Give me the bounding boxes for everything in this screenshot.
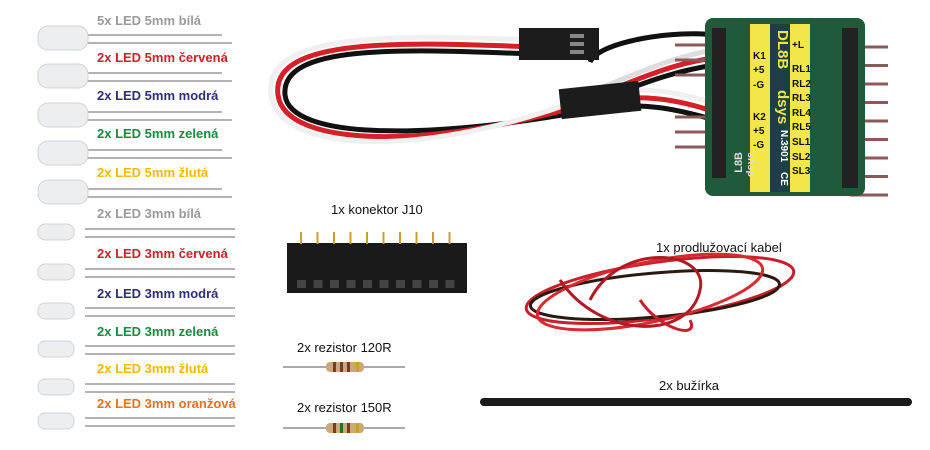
connector-socket: [379, 280, 389, 288]
led-label: 2x LED 3mm zelená: [97, 324, 219, 339]
connector-socket: [445, 280, 455, 288]
connector-socket: [429, 280, 438, 288]
board-left-pin-label: -G: [753, 140, 765, 151]
connector-j10: [287, 232, 467, 293]
led-3mm: [37, 378, 235, 396]
led-body: [37, 223, 75, 241]
led-body: [37, 378, 75, 396]
servo-plug-2: [558, 80, 642, 120]
board-brand: dsys: [774, 90, 791, 125]
board-right-pin-label: SL2: [792, 151, 811, 163]
led-3mm: [37, 412, 235, 430]
heat-shrink-tubing: [480, 398, 912, 406]
board-serial: N.3901: [778, 130, 789, 163]
led-label: 2x LED 5mm zelená: [97, 126, 219, 141]
led-5mm: [37, 25, 232, 51]
led-body: [37, 340, 75, 358]
board-left-pin-label: K2: [753, 112, 766, 123]
servo-cable: [268, 28, 716, 145]
ce-mark: CE: [778, 172, 789, 186]
board-name: DL8B: [774, 30, 791, 70]
led-5mm: [37, 179, 232, 205]
board-left-pin-label: K1: [753, 51, 766, 62]
board-right-pin-label: RL1: [792, 64, 811, 75]
connector-socket: [396, 280, 405, 288]
led-label: 2x LED 5mm žlutá: [97, 165, 209, 180]
led-3mm: [37, 302, 235, 320]
resistor-120r: [283, 362, 405, 372]
led-label: 2x LED 5mm modrá: [97, 88, 219, 103]
connector-label: 1x konektor J10: [331, 202, 423, 217]
led-body: [37, 140, 89, 166]
resistor-120r-label: 2x rezistor 120R: [297, 340, 392, 355]
board-right-pin-label: SL3: [792, 166, 811, 178]
led-body: [37, 412, 75, 430]
board-right-pin-label: RL5: [792, 122, 811, 134]
board-right-pin-label: SL1: [792, 137, 811, 148]
led-label: 2x LED 3mm bílá: [97, 206, 202, 221]
board-right-pin-label: RL2: [792, 78, 811, 90]
led-label: 2x LED 3mm oranžová: [97, 396, 236, 411]
connector-socket: [346, 280, 356, 288]
led-body: [37, 25, 89, 51]
board-side-brand: dsys: [745, 152, 757, 178]
tubing-label: 2x bužírka: [659, 378, 719, 393]
led-label: 2x LED 3mm žlutá: [97, 361, 209, 376]
connector-socket: [363, 280, 372, 288]
led-5mm: [37, 140, 232, 166]
dl8b-decoder-board: [675, 18, 888, 197]
board-left-pin-label: +5: [753, 65, 765, 76]
led-label: 5x LED 5mm bílá: [97, 13, 202, 28]
led-label: 2x LED 3mm modrá: [97, 286, 219, 301]
led-label: 2x LED 3mm červená: [97, 246, 228, 261]
led-body: [37, 102, 89, 128]
led-3mm: [37, 223, 235, 241]
servo-plug-1: [519, 28, 599, 60]
led-body: [37, 179, 89, 205]
board-right-pin-label: RL3: [792, 93, 811, 105]
board-right-pin-label: RL4: [792, 107, 811, 119]
board-left-pin-label: +5: [753, 126, 765, 137]
led-3mm: [37, 263, 235, 281]
connector-socket: [313, 280, 323, 288]
board-right-pin-label: +L: [792, 40, 804, 51]
board-left-pin-label: -G: [753, 80, 765, 91]
resistor-150r-label: 2x rezistor 150R: [297, 400, 392, 415]
cable-label: 1x prodlužovací kabel: [656, 240, 782, 255]
connector-socket: [297, 280, 306, 288]
led-body: [37, 63, 89, 89]
connector-socket: [330, 280, 339, 288]
led-5mm: [37, 63, 232, 89]
connector-socket: [412, 280, 422, 288]
led-body: [37, 263, 75, 281]
led-group: [37, 25, 235, 430]
extension-cable-coil: [524, 252, 796, 332]
resistor-150r: [283, 423, 405, 433]
led-body: [37, 302, 75, 320]
led-label: 2x LED 5mm červená: [97, 50, 228, 65]
led-5mm: [37, 102, 232, 128]
led-3mm: [37, 340, 235, 358]
